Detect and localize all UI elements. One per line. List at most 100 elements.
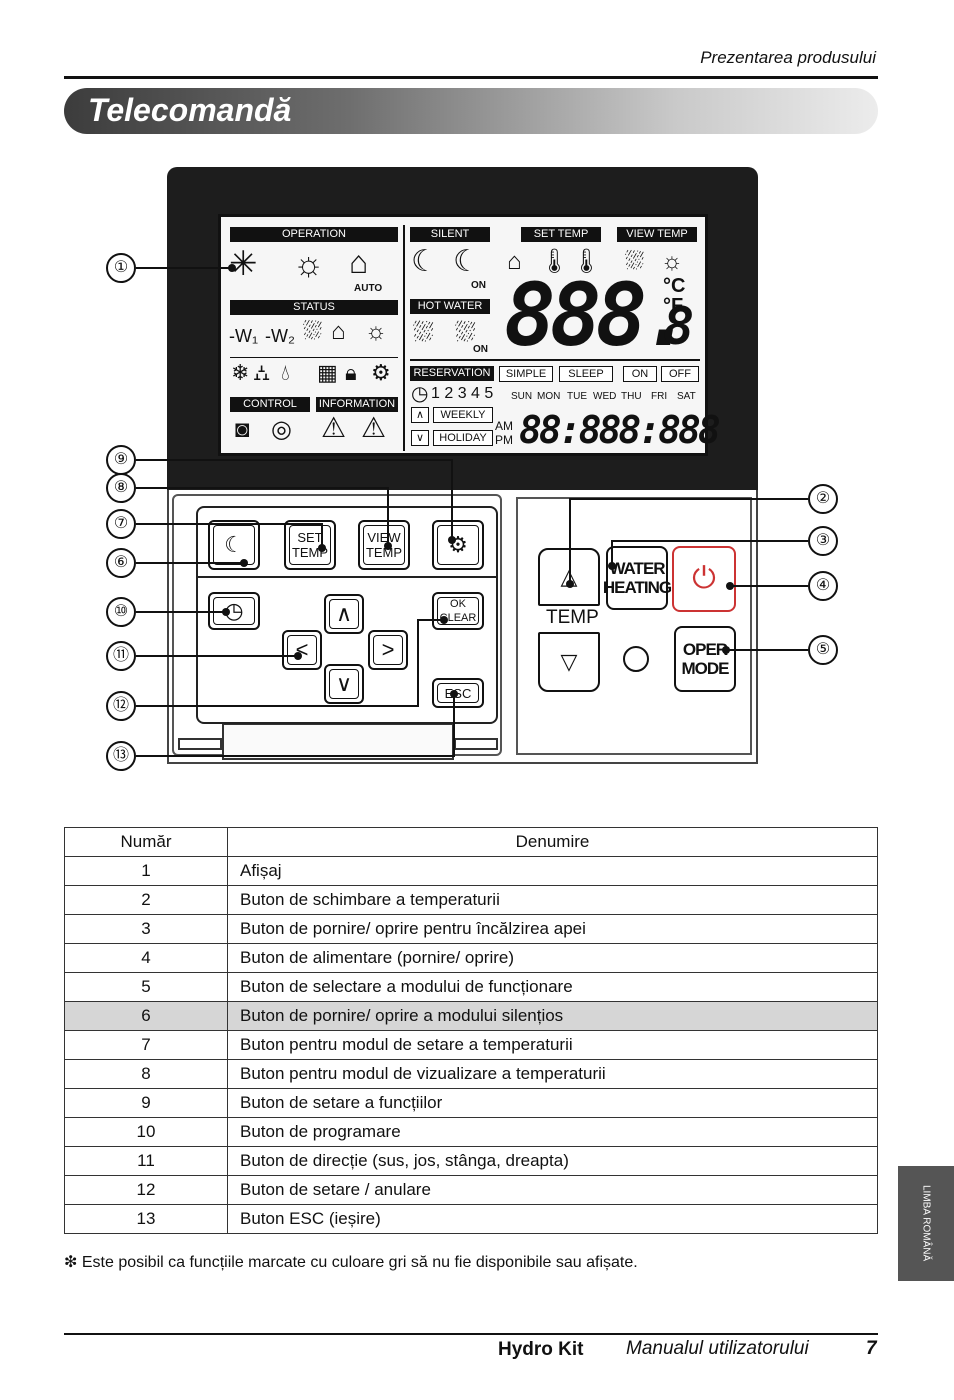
row-name: Buton pentru modul de vizualizare a temp… — [227, 1059, 878, 1089]
header-section-title: Prezentarea produsului — [700, 48, 876, 67]
lcd-vertical-divider — [403, 225, 405, 451]
page-number: 7 — [866, 1338, 877, 1359]
function-setting-button[interactable]: ⚙ — [432, 520, 484, 570]
triangle-up-icon: △ — [560, 564, 578, 589]
oper-mode-button[interactable]: OPER MODE — [674, 626, 736, 692]
heat-mode-icon: ☼ — [293, 245, 325, 283]
right-button[interactable]: > — [368, 630, 408, 670]
header-rule — [64, 76, 878, 79]
view-temp-label-line2: TEMP — [365, 545, 403, 560]
water-heating-label-line2: HEATING — [602, 578, 672, 597]
row-number: 5 — [64, 972, 228, 1002]
power-button[interactable]: ⏻ — [672, 546, 736, 612]
tank-icon: ⛼ — [253, 360, 271, 385]
down-button[interactable]: ∨ — [324, 664, 364, 704]
lcd-day-thu: THU — [621, 391, 642, 402]
row-name: Buton de setare / anulare — [227, 1175, 878, 1205]
language-side-tab: LIMBA ROMÂNĂ — [898, 1166, 954, 1281]
row-name: Buton de schimbare a temperaturii — [227, 885, 878, 915]
chevron-left-icon: < — [295, 637, 309, 662]
lcd-set-temp-label: SET TEMP — [521, 227, 601, 242]
lcd-day-wed: WED — [593, 391, 617, 402]
ok-clear-button[interactable]: OK CLEAR — [432, 592, 484, 630]
oper-mode-label-line1: OPER — [682, 640, 728, 659]
silent-moon-icon: ☾ — [411, 245, 438, 278]
water-drop-icon: 💧︎ — [281, 360, 290, 385]
heater-2-icon: -W₂ — [265, 326, 295, 346]
water-out-temp-icon: 🌡︎ — [539, 248, 570, 275]
up-button[interactable]: ∧ — [324, 594, 364, 634]
lcd-operation-label: OPERATION — [230, 227, 398, 242]
callout-9: ⑨ — [106, 445, 136, 475]
shower-on-icon: ⛆ — [455, 317, 476, 347]
room-temp-icon: ⌂ — [507, 248, 522, 275]
lcd-hot-water-on-text: ON — [473, 344, 488, 355]
lcd-weekly-label: WEEKLY — [433, 407, 493, 423]
row-name: Buton de pornire/ oprire pentru încălzir… — [227, 914, 878, 944]
water-heating-label-line1: WATER — [609, 559, 665, 578]
defrost-icon: ❄ — [231, 360, 250, 385]
lcd-sleep-label: SLEEP — [559, 366, 613, 382]
ok-label: OK — [450, 598, 466, 610]
silent-mode-button[interactable]: ☾ — [208, 520, 260, 570]
lcd-day-mon: MON — [537, 391, 561, 402]
row-name: Buton de selectare a modului de funcțion… — [227, 972, 878, 1002]
chevron-right-icon: > — [381, 637, 395, 662]
lcd-clock-digits: 88:888:888 — [519, 408, 721, 452]
esc-button[interactable]: ESC — [432, 678, 484, 708]
warning-double-icon: ⚠ — [361, 412, 387, 443]
lcd-simple-label: SIMPLE — [499, 366, 553, 382]
lcd-pm-label: PM — [495, 433, 513, 447]
down-arrow-icon: ∨ — [411, 430, 429, 446]
solar-temp-icon: ☼ — [661, 248, 683, 275]
lcd-day-tue: TUE — [567, 391, 587, 402]
shower-heater-icon: ⛆ — [303, 318, 323, 345]
header-number: Număr — [64, 827, 228, 857]
clear-label: CLEAR — [439, 612, 477, 624]
row-name: Buton de setare a funcțiilor — [227, 1088, 878, 1118]
remote-control-icon: ◙ — [235, 416, 250, 443]
row-number: 1 — [64, 856, 228, 886]
callout-5: ⑤ — [808, 635, 838, 665]
schedule-button[interactable]: ◷ — [208, 592, 260, 630]
lcd-day-sun: SUN — [511, 391, 533, 402]
view-temp-button[interactable]: VIEW TEMP — [358, 520, 410, 570]
lcd-day-sat: SAT — [677, 391, 696, 402]
set-temp-button[interactable]: SET TEMP — [284, 520, 336, 570]
set-temp-label-line1: SET — [297, 530, 323, 545]
central-control-icon: ◎ — [271, 416, 292, 443]
page-title: Telecomandă — [88, 92, 292, 128]
row-name: Buton de alimentare (pornire/ oprire) — [227, 943, 878, 973]
chevron-up-icon: ∧ — [335, 601, 353, 626]
view-temp-label-line1: VIEW — [367, 530, 401, 545]
footer-manual-title: Manualul utilizatorului — [626, 1338, 809, 1359]
footer-brand: Hydro Kit — [498, 1339, 584, 1360]
left-button[interactable]: < — [282, 630, 322, 670]
indicator-circle — [623, 646, 649, 672]
lcd-status-label: STATUS — [230, 300, 398, 315]
header-name: Denumire — [227, 827, 878, 857]
temp-down-button[interactable]: ▽ — [538, 632, 600, 692]
silent-moon-icon: ☾ — [224, 532, 244, 557]
row-number: 11 — [64, 1146, 228, 1176]
water-heating-button[interactable]: WATER HEATING — [602, 546, 672, 610]
row-name: Buton de programare — [227, 1117, 878, 1147]
callout-13: ⑬ — [106, 741, 136, 771]
lcd-information-label: INFORMATION — [316, 397, 398, 412]
row-name: Afișaj — [227, 856, 878, 886]
esc-label: ESC — [444, 685, 472, 701]
warning-icon: ⚠ — [321, 412, 347, 443]
callout-7: ⑦ — [106, 509, 136, 539]
callout-8: ⑧ — [106, 473, 136, 503]
temp-up-button[interactable]: △ — [538, 548, 600, 606]
callout-1: ① — [106, 253, 136, 283]
heater-1-icon: -W₁ — [229, 326, 259, 346]
lcd-reservation-label: RESERVATION — [410, 366, 494, 381]
lcd-left-divider — [230, 357, 398, 358]
calendar-icon: ▦ — [317, 360, 338, 385]
callout-2: ② — [808, 484, 838, 514]
